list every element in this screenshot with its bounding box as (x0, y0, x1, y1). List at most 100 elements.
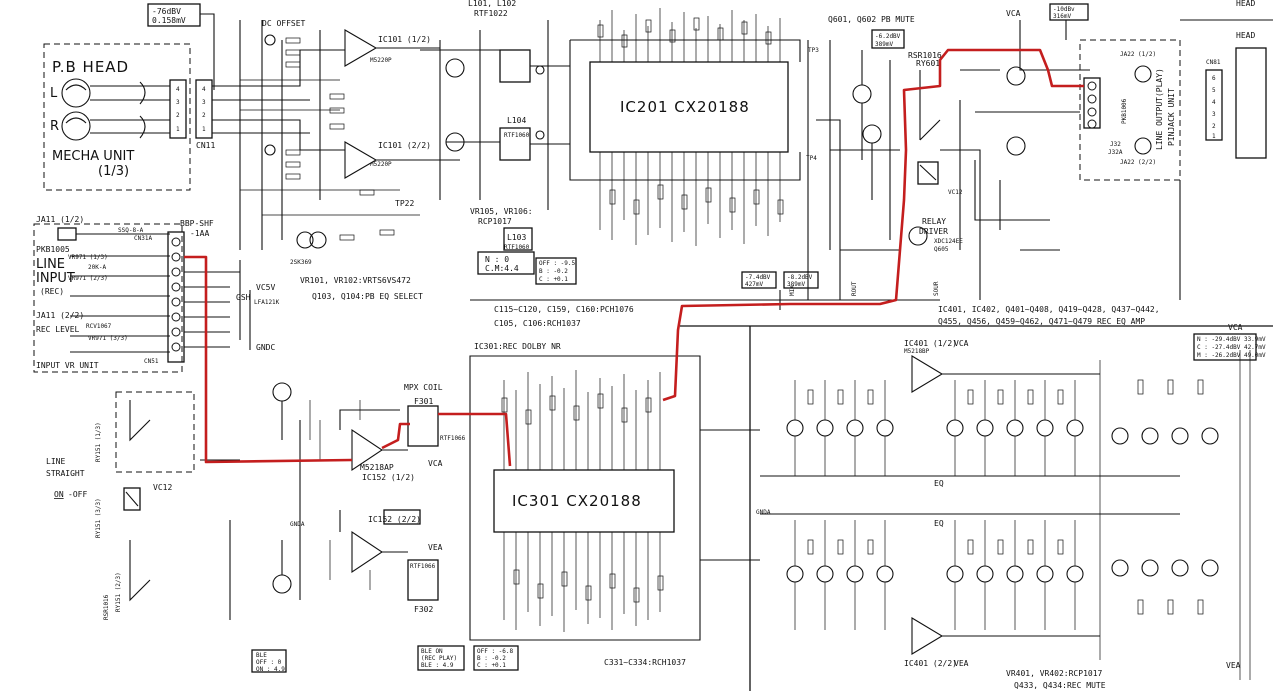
svg-text:2SK369: 2SK369 (290, 259, 312, 266)
svg-text:L104: L104 (507, 116, 526, 125)
svg-text:2: 2 (176, 112, 180, 119)
svg-text:C.M:4.4: C.M:4.4 (485, 264, 519, 273)
svg-text:B : -0.2: B : -0.2 (477, 655, 506, 662)
rec-eq-label: IC401, IC402, Q401~Q408, Q419~Q428, Q437… (938, 305, 1160, 314)
line-output-label: LINE OUTPUT(PLAY) (1155, 68, 1164, 150)
pb-head-r-coil (61, 111, 91, 141)
svg-text:XDC124EE: XDC124EE (934, 238, 963, 245)
svg-text:VC12: VC12 (153, 483, 172, 492)
svg-text:RY601: RY601 (916, 59, 940, 68)
ic301-dolby-label: IC301:REC DOLBY NR (474, 342, 561, 351)
line-output-block: VCA -10dBv 316mV HEAD HEAD JA22 (1/2) JA… (974, 0, 1273, 300)
svg-text:PKB1006: PKB1006 (1121, 98, 1128, 124)
svg-text:M5218BP: M5218BP (904, 348, 930, 355)
svg-text:C : -27.4dBV 42.7mV: C : -27.4dBV 42.7mV (1197, 344, 1266, 351)
dc-offset-label: DC OFFSET (262, 19, 306, 28)
svg-text:EQ: EQ (934, 479, 944, 488)
svg-text:IC401 (2/2): IC401 (2/2) (904, 659, 957, 668)
svg-text:GNDC: GNDC (256, 343, 275, 352)
svg-text:RTF1066: RTF1066 (410, 563, 436, 570)
ic201-chip (589, 61, 789, 153)
svg-text:389mV: 389mV (875, 41, 893, 48)
svg-text:VCA: VCA (1228, 323, 1243, 332)
svg-text:1: 1 (202, 126, 206, 133)
svg-text:427mV: 427mV (745, 281, 763, 288)
svg-text:HEAD: HEAD (1236, 0, 1255, 8)
line-straight-label: LINE (46, 457, 65, 466)
svg-text:TP3: TP3 (808, 47, 819, 54)
svg-text:TP22: TP22 (395, 199, 414, 208)
svg-text:VC5V: VC5V (256, 283, 275, 292)
svg-text:L103: L103 (507, 233, 526, 242)
svg-text:JA22 (2/2): JA22 (2/2) (1120, 159, 1156, 166)
svg-text:-7.4dBV: -7.4dBV (745, 274, 771, 281)
pb-head-l: L (50, 86, 58, 101)
svg-text:DRIVER: DRIVER (919, 227, 948, 236)
svg-text:BBP-SHF: BBP-SHF (180, 219, 214, 228)
svg-text:PKB1005: PKB1005 (36, 245, 70, 254)
level-top-left: -76dBV 0.158mV (147, 3, 215, 90)
svg-text:OFF : -6.8: OFF : -6.8 (477, 648, 514, 655)
svg-text:VCA: VCA (428, 459, 443, 468)
svg-text:CN81: CN81 (1206, 59, 1221, 66)
svg-text:-OFF: -OFF (68, 490, 87, 499)
svg-text:M5220P: M5220P (370, 57, 392, 64)
svg-text:B : -0.2: B : -0.2 (539, 268, 568, 275)
svg-text:M5218AP: M5218AP (360, 463, 394, 472)
svg-text:VR971 (1/3): VR971 (1/3) (68, 254, 108, 261)
ic101b-opamp (344, 141, 378, 179)
svg-text:VR971 (2/3): VR971 (2/3) (68, 275, 108, 282)
svg-text:SOUR: SOUR (933, 281, 940, 296)
svg-text:4: 4 (202, 86, 206, 93)
mecha-unit-sub: (1/3) (98, 164, 129, 179)
svg-text:ROUT: ROUT (851, 281, 858, 296)
svg-text:J32: J32 (1110, 141, 1121, 148)
ic101a-opamp (344, 29, 378, 67)
mid-signal-labels: -7.4dBV 427mV -8.2dBV 389mV MIX ROUT SOU… (470, 271, 940, 310)
svg-text:LFA121K: LFA121K (254, 299, 280, 306)
svg-text:RY151 (2/3): RY151 (2/3) (115, 572, 122, 612)
svg-text:Q455, Q456, Q459~Q462, Q471~Q4: Q455, Q456, Q459~Q462, Q471~Q479 REC EQ … (938, 317, 1145, 326)
svg-text:3: 3 (176, 99, 180, 106)
pb-head-block: P.B HEAD L R MECHA UNIT (1/3) 43 21 43 2… (43, 43, 215, 191)
svg-text:389mV: 389mV (787, 281, 805, 288)
svg-text:VR971 (3/3): VR971 (3/3) (88, 335, 128, 342)
svg-text:RSR1016: RSR1016 (103, 594, 110, 620)
q103-label: Q103, Q104:PB EQ SELECT (312, 292, 423, 301)
svg-text:C115~C120, C159, C160:PCH1076: C115~C120, C159, C160:PCH1076 (494, 305, 634, 314)
ic101a-label: IC101 (1/2) (378, 35, 431, 44)
svg-text:Q605: Q605 (934, 246, 949, 253)
svg-text:GNDA: GNDA (756, 509, 771, 516)
svg-text:C331~C334:RCH1037: C331~C334:RCH1037 (604, 658, 686, 667)
svg-text:RY151 (1/3): RY151 (1/3) (95, 422, 102, 462)
svg-text:5: 5 (1212, 87, 1216, 94)
svg-text:RTF1066: RTF1066 (440, 435, 466, 442)
svg-text:HEAD: HEAD (1236, 31, 1255, 40)
svg-text:-8.2dBV: -8.2dBV (787, 274, 813, 281)
svg-text:F301: F301 (414, 397, 433, 406)
svg-text:C : +0.1: C : +0.1 (477, 662, 506, 669)
relay-driver-label: RELAY (922, 217, 946, 226)
svg-text:4: 4 (1212, 99, 1216, 106)
pb-eq-area: DC OFFSET IC101 (1/2) M5220P IC101 (2/2)… (212, 0, 577, 301)
svg-text:PINJACK UNIT: PINJACK UNIT (1167, 88, 1176, 146)
svg-text:VR105, VR106:: VR105, VR106: (470, 207, 533, 216)
svg-text:6: 6 (1212, 75, 1216, 82)
svg-text:VR401, VR402:RCP1017: VR401, VR402:RCP1017 (1006, 669, 1103, 678)
svg-text:-10dBv: -10dBv (1053, 6, 1075, 13)
svg-text:MIX: MIX (789, 285, 796, 296)
mecha-unit-label: MECHA UNIT (52, 149, 134, 164)
ic201-label: IC201 CX20188 (620, 98, 750, 116)
ic401b-opamp (911, 617, 944, 655)
svg-text:BLE ON: BLE ON (421, 648, 443, 655)
svg-text:M : -26.2dBV 49.0mV: M : -26.2dBV 49.0mV (1197, 352, 1266, 359)
svg-text:C105, C106:RCH1037: C105, C106:RCH1037 (494, 319, 581, 328)
svg-text:RSR1016: RSR1016 (908, 51, 942, 60)
svg-text:JA22 (1/2): JA22 (1/2) (1120, 51, 1156, 58)
svg-text:OFF : -9.5: OFF : -9.5 (539, 260, 576, 267)
rec-eq-block: IC401, IC402, Q401~Q408, Q419~Q428, Q437… (680, 305, 1273, 691)
svg-text:STRAIGHT: STRAIGHT (46, 469, 85, 478)
ic401a-opamp (911, 355, 944, 393)
line-input-label: LINE (36, 257, 65, 272)
